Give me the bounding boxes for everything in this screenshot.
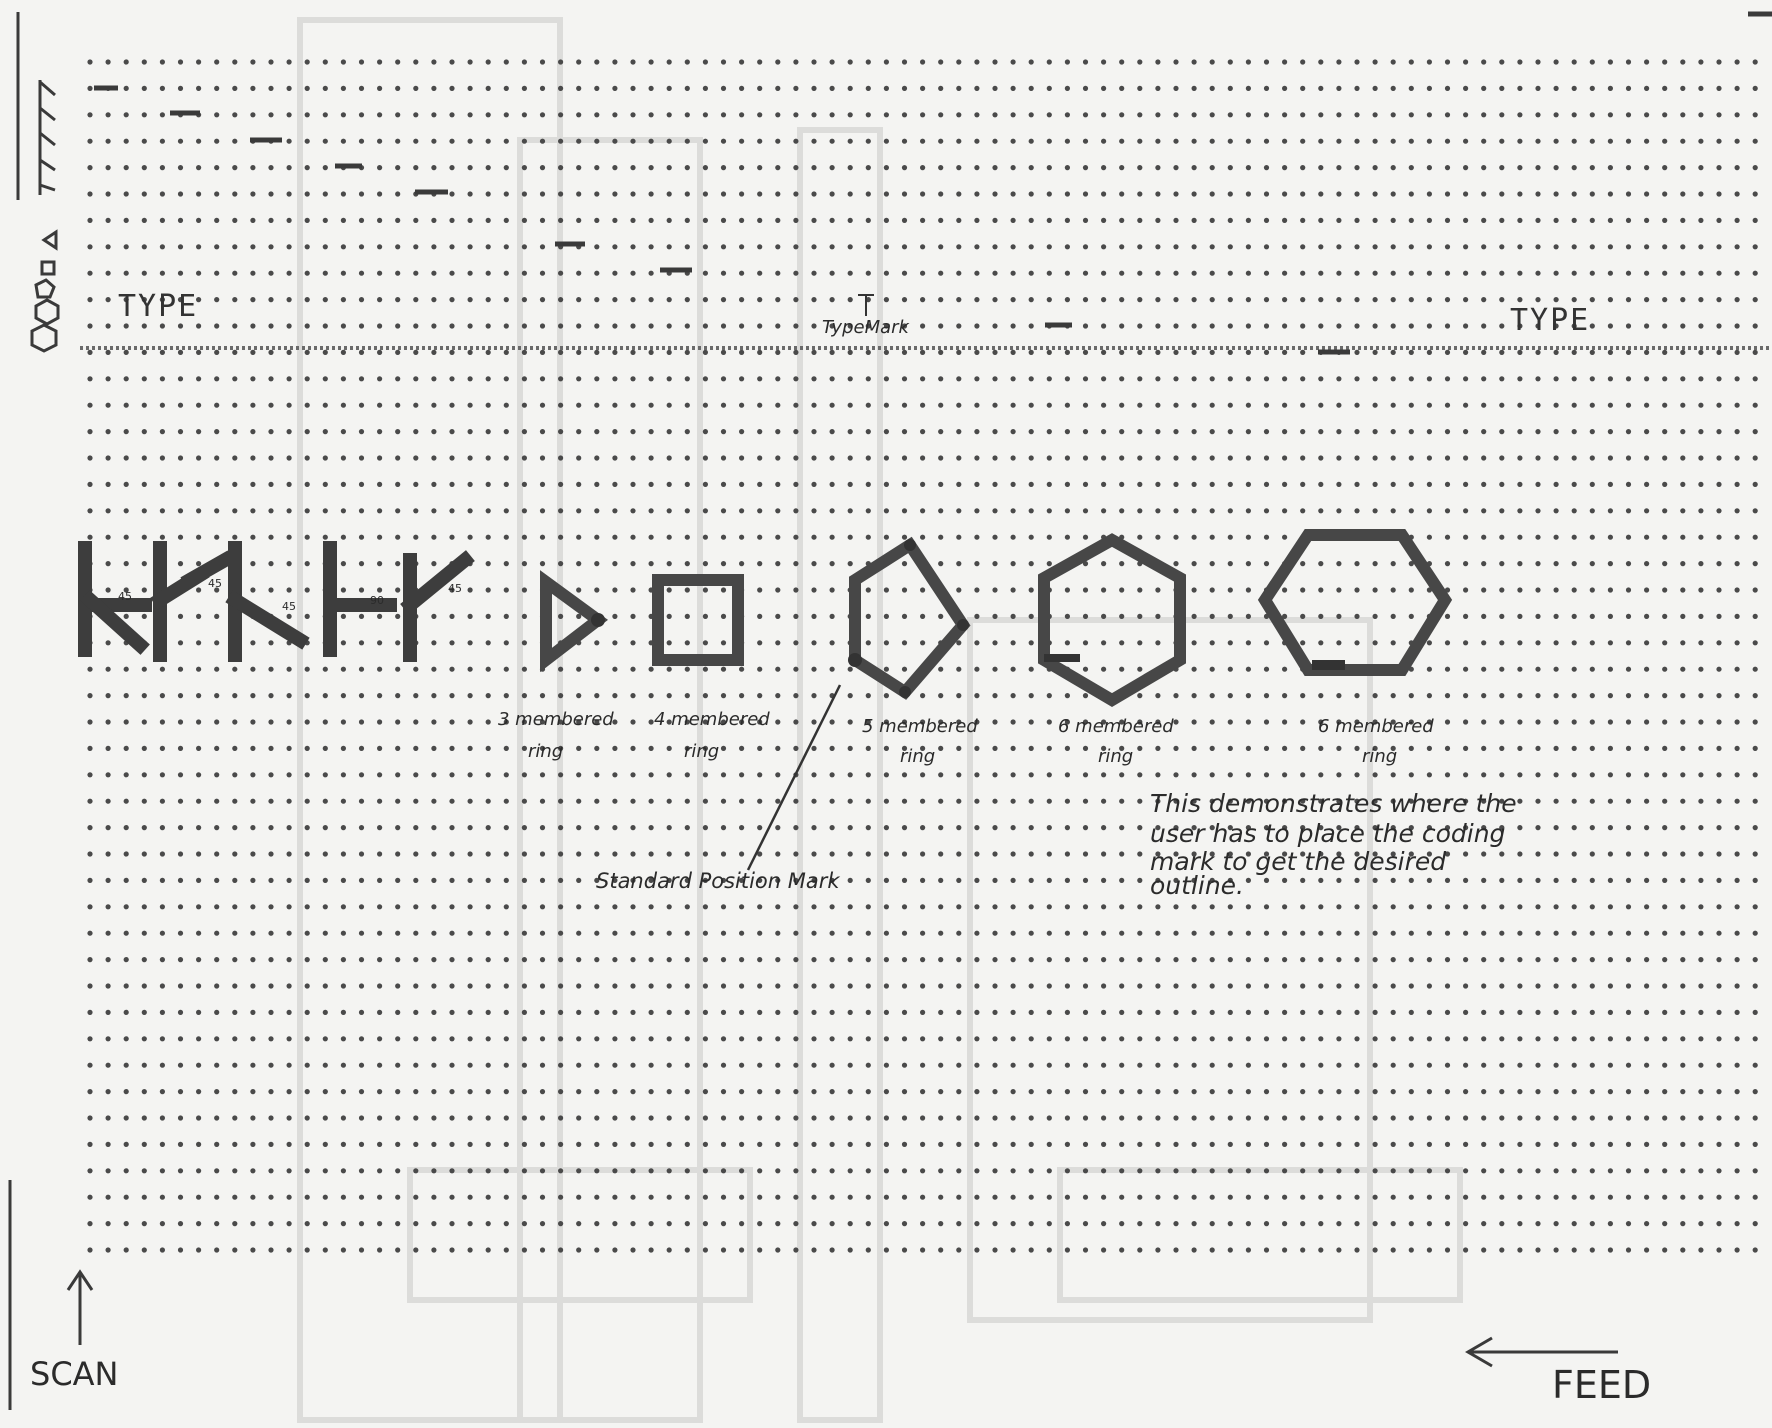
- ring-pentagon: [848, 536, 971, 700]
- type-label-right: TYPE: [1510, 303, 1590, 338]
- triangle-icon: [41, 229, 58, 251]
- svg-text:4 membered: 4 membered: [654, 709, 770, 730]
- ring-label-1: 3 membered ring: [498, 709, 614, 762]
- svg-text:6 membered: 6 membered: [1058, 716, 1174, 737]
- svg-text:45: 45: [282, 600, 296, 613]
- feed-label: FEED: [1552, 1363, 1651, 1407]
- pentagon-icon: [34, 278, 56, 299]
- svg-text:ring: ring: [1098, 746, 1133, 767]
- show-through-ghost: [297, 17, 1463, 1423]
- ring-triangle: [540, 570, 609, 673]
- svg-text:ring: ring: [684, 741, 719, 762]
- svg-text:90: 90: [370, 594, 384, 607]
- standard-position-pointer: [746, 684, 842, 871]
- svg-text:3 membered: 3 membered: [498, 709, 614, 730]
- type-mark: TypeMark: [822, 294, 911, 338]
- type-label-left: TYPE: [118, 289, 198, 324]
- ring-square: [652, 574, 744, 666]
- svg-text:45: 45: [448, 582, 462, 595]
- svg-text:45: 45: [118, 590, 132, 603]
- feed-arrow-icon: [1465, 1336, 1618, 1368]
- bond-coding-marks: 45 45 45 90 45: [78, 541, 475, 662]
- svg-text:user has to place the coding: user has to place the coding: [1150, 819, 1505, 848]
- scan-label: SCAN: [30, 1355, 118, 1393]
- svg-text:outline.: outline.: [1150, 871, 1244, 900]
- dot-grid: [87, 59, 1758, 1253]
- standard-position-mark-label: Standard Position Mark: [596, 869, 840, 893]
- ring-label-2: 4 membered ring: [654, 709, 770, 762]
- svg-text:6 membered: 6 membered: [1318, 716, 1434, 737]
- type-mark-label: TypeMark: [822, 317, 911, 338]
- left-margin-marks: [8, 12, 56, 1410]
- ring-label-4: 6 membered ring: [1058, 716, 1174, 767]
- svg-text:ring: ring: [528, 741, 563, 762]
- top-dashes: [94, 11, 1772, 355]
- svg-text:5 membered: 5 membered: [862, 716, 978, 737]
- svg-text:ring: ring: [1362, 746, 1397, 767]
- scan-arrow-icon: [66, 1269, 94, 1345]
- ring-label-3: 5 membered ring: [862, 716, 978, 767]
- hexagon-large-icon: [30, 323, 58, 353]
- ring-label-5: 6 membered ring: [1318, 716, 1434, 767]
- ring-hexagon-2: [1257, 529, 1453, 676]
- svg-text:mark to get the desired: mark to get the desired: [1150, 847, 1446, 876]
- svg-text:45: 45: [208, 577, 222, 590]
- svg-text:ring: ring: [900, 746, 935, 767]
- svg-text:This demonstrates where the: This demonstrates where the: [1150, 789, 1517, 818]
- shape-legend-icons: [30, 229, 60, 353]
- explanatory-note: This demonstrates where the user has to …: [1150, 789, 1517, 900]
- square-icon: [40, 260, 56, 276]
- hexagon-icon: [34, 298, 60, 326]
- ring-hexagon-1: [1038, 533, 1186, 707]
